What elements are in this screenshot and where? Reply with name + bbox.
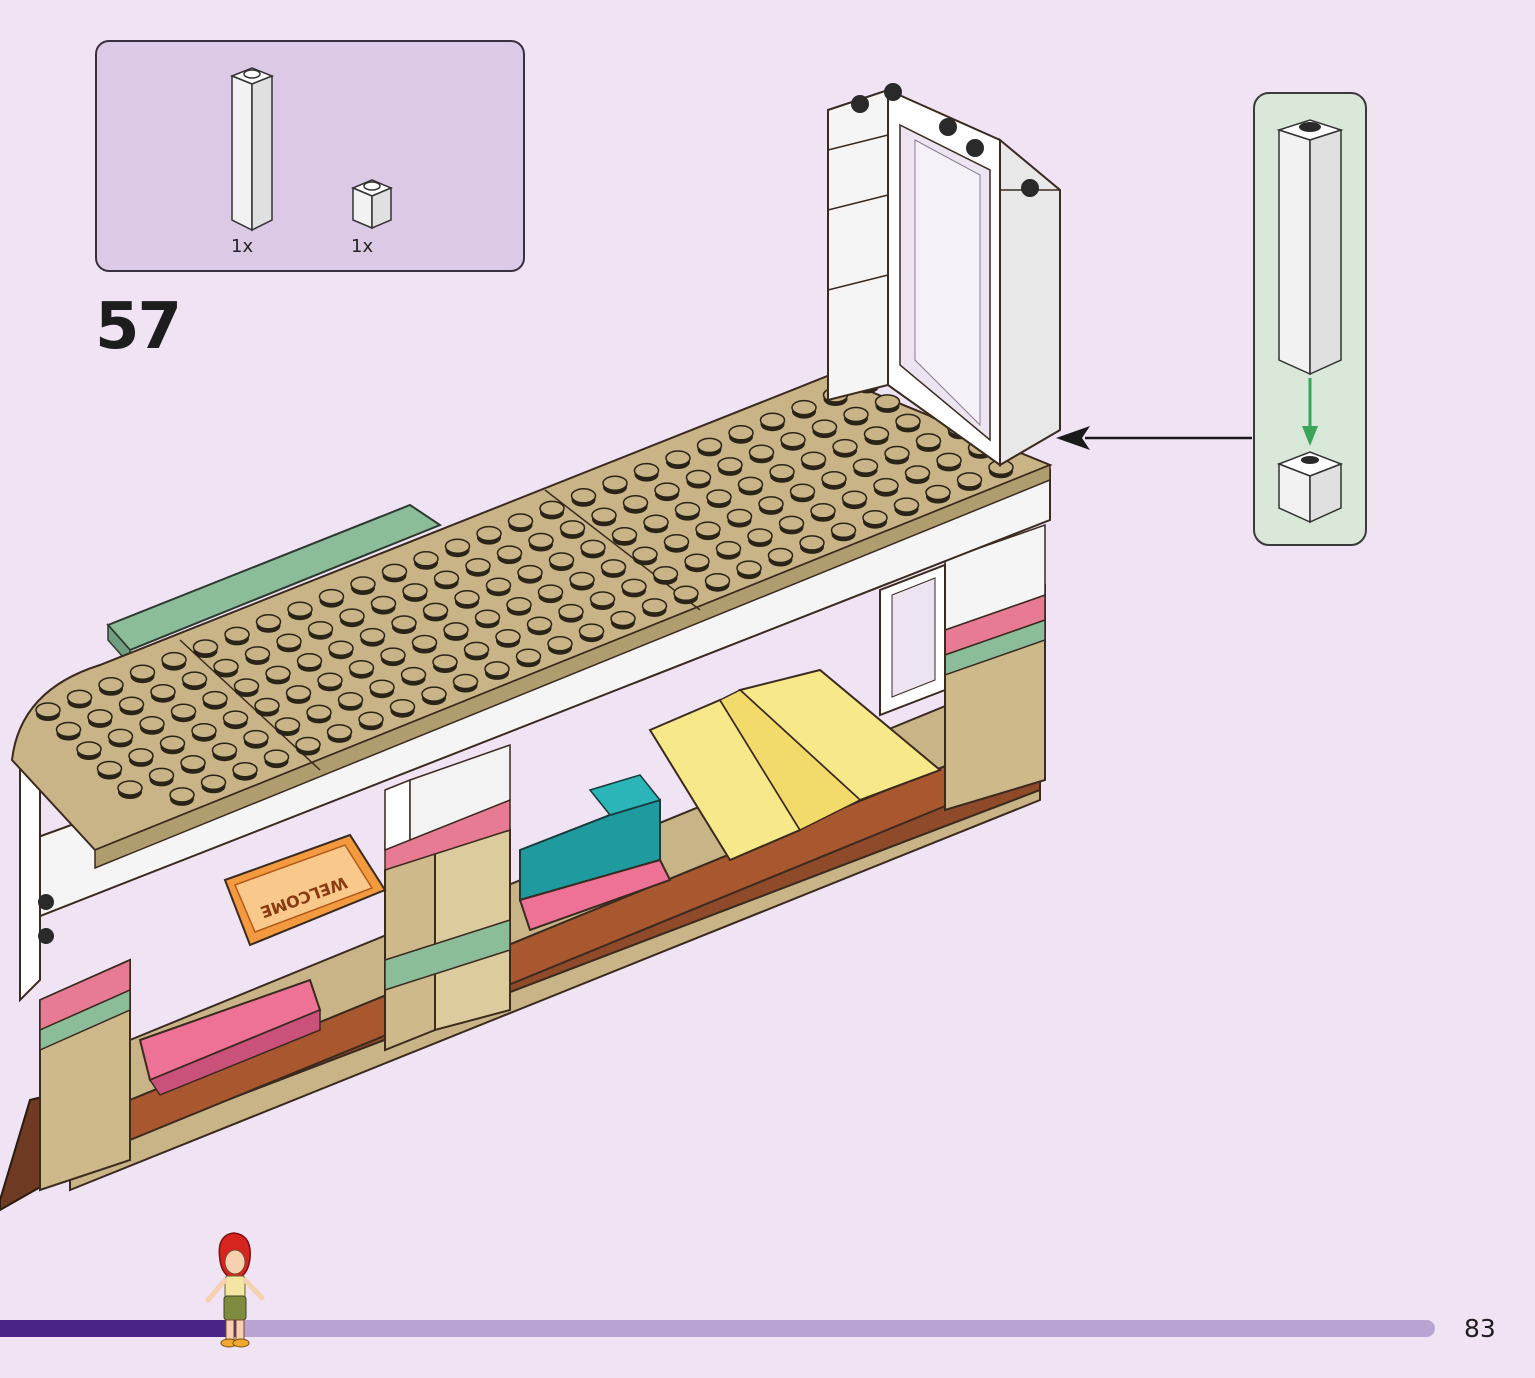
subassembly-parts — [1276, 119, 1344, 524]
progress-bar — [0, 1320, 1435, 1337]
roof-studs — [35, 336, 1016, 806]
model-illustration: WELCOME — [0, 83, 1252, 1212]
progress-bar-fill — [0, 1320, 237, 1337]
part-2-quantity: 1x — [351, 236, 374, 257]
arrow-left-icon — [1056, 426, 1090, 450]
part-white-brick-1x1x6 — [229, 67, 275, 232]
subassembly-box — [1253, 92, 1367, 546]
minifigure-icon — [205, 1232, 265, 1348]
parts-list-box: 1x 1x — [95, 40, 525, 272]
arrow-down-icon — [1302, 426, 1318, 446]
step-number: 57 — [95, 290, 182, 364]
part-1-quantity: 1x — [231, 236, 254, 257]
page-number: 83 — [1464, 1314, 1496, 1343]
part-white-brick-1x1 — [351, 179, 393, 230]
